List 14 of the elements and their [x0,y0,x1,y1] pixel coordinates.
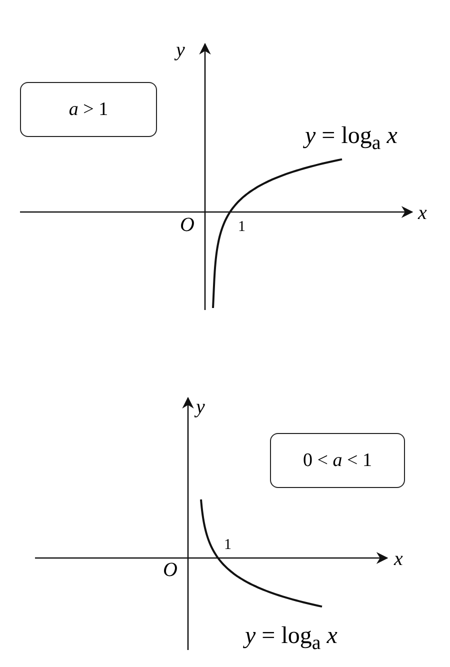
axis-label: y [176,40,185,60]
function-label: y = log$_{a}$ x [305,124,398,153]
axis-label: x [394,549,403,569]
tick-label: 1 [224,538,232,553]
axis-label: x [418,203,427,223]
condition-text: a > 1 [68,98,108,120]
condition-box [270,433,405,488]
function-label: y = log$_{a}$ x [245,624,338,653]
condition-box [20,82,157,137]
tick-label: 1 [238,220,246,235]
condition-text: 0 < a < 1 [303,450,372,472]
origin-label: O [180,215,194,235]
axis-label: y [196,397,205,417]
origin-label: O [163,560,178,580]
